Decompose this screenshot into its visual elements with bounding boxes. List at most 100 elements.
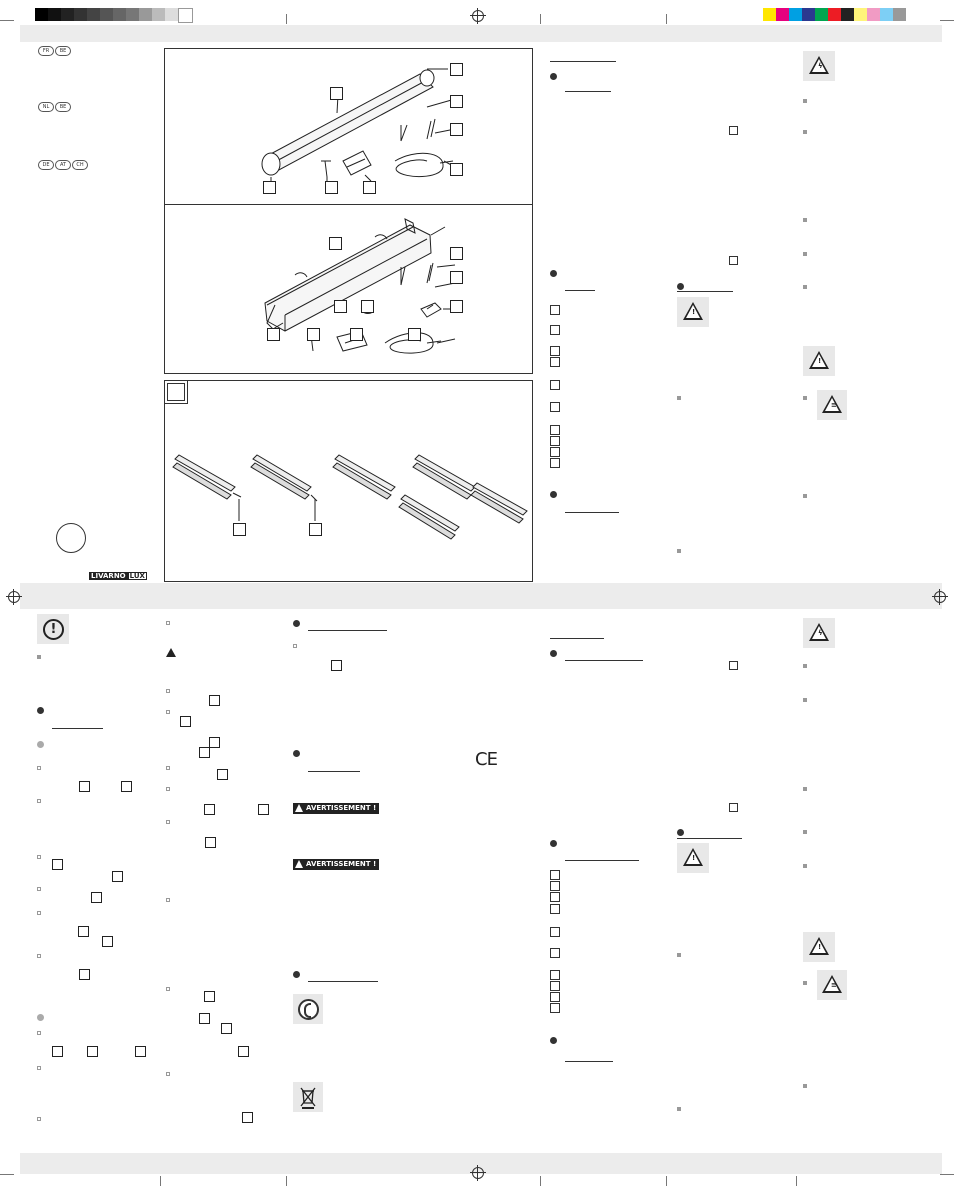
figure-tag-box: [167, 383, 185, 401]
crop-registration-icon: [470, 1165, 486, 1181]
figure-label: [450, 271, 463, 284]
section-bullet: [677, 283, 684, 290]
list-bullet: [166, 689, 170, 693]
crop-mark: [0, 1174, 14, 1175]
reference-number-box: [550, 346, 560, 356]
caution-triangle-small: [166, 648, 176, 657]
list-bullet: [166, 1072, 170, 1076]
list-bullet: [166, 766, 170, 770]
crop-registration-icon: [932, 589, 948, 605]
section-heading-line: [550, 61, 616, 62]
subsection-heading-line: [565, 660, 643, 661]
list-bullet: [37, 855, 41, 859]
reference-number-box: [78, 926, 89, 937]
crop-mark: [0, 20, 14, 21]
color-swatch: [854, 8, 867, 21]
reference-number-box: [550, 380, 560, 390]
reference-number-box: [550, 927, 560, 937]
reference-number-box: [180, 716, 191, 727]
subsection-heading-line: [308, 630, 387, 631]
reference-number-box: [52, 859, 63, 870]
language-flag: DE: [38, 160, 54, 170]
reference-number-box: [550, 870, 560, 880]
section-bullet: [550, 491, 557, 498]
color-swatch: [763, 8, 776, 21]
reference-number-box: [550, 402, 560, 412]
section-bullet-gray: [37, 1014, 44, 1021]
caution-box: !: [803, 346, 835, 376]
subsection-heading-line: [565, 860, 639, 861]
list-bullet: [677, 549, 681, 553]
color-swatch: [126, 8, 139, 21]
color-swatch: [776, 8, 789, 21]
list-bullet: [803, 864, 807, 868]
color-swatch: [880, 8, 893, 21]
list-bullet: [803, 218, 807, 222]
top-band: [20, 25, 942, 42]
figure-label: [450, 63, 463, 76]
list-bullet: [37, 766, 41, 770]
figure-panel-c: [164, 380, 533, 582]
section-bullet: [293, 971, 300, 978]
caution-box: ≡: [817, 390, 847, 420]
color-swatch: [815, 8, 828, 21]
color-swatch: [87, 8, 100, 21]
crop-mark: [540, 14, 541, 24]
warning-triangle-icon: ≡: [822, 395, 842, 413]
reference-number-box: [79, 781, 90, 792]
reference-number-box: [52, 1046, 63, 1057]
brand-name: LIVARNO: [89, 572, 128, 580]
reference-number-box: [550, 458, 560, 468]
reference-number-box: [550, 881, 560, 891]
bottom-band: [20, 1153, 942, 1174]
color-swatch: [802, 8, 815, 21]
reference-number-box: [550, 325, 560, 335]
language-flag: CH: [72, 160, 88, 170]
figure-label: [267, 328, 280, 341]
list-bullet: [803, 787, 807, 791]
color-swatch: [789, 8, 802, 21]
attention-box: !: [37, 614, 69, 644]
reference-box: [729, 126, 738, 135]
reference-number-box: [204, 804, 215, 815]
reference-number-box: [550, 425, 560, 435]
subsection-heading-line: [52, 728, 103, 729]
list-bullet: [293, 644, 297, 648]
subsection-heading-line: [565, 1061, 613, 1062]
list-bullet: [37, 1117, 41, 1121]
brand-suffix: LUX: [127, 572, 147, 580]
lamp-drawing-b: [264, 218, 456, 354]
figure-label: [350, 328, 363, 341]
language-flag: NL: [38, 102, 54, 112]
warning-label: AVERTISSEMENT !: [293, 859, 380, 870]
reference-number-box: [550, 981, 560, 991]
figure-label: [361, 300, 374, 313]
reference-number-box: [199, 1013, 210, 1024]
list-bullet: [166, 710, 170, 714]
crop-mark: [666, 14, 667, 24]
figure-label: [325, 181, 338, 194]
lamp-drawing-a: [261, 68, 456, 182]
section-bullet: [677, 829, 684, 836]
warning-triangle-icon: ≡: [822, 975, 842, 993]
reference-number-box: [102, 936, 113, 947]
electric-hazard-box: ϟ: [803, 51, 835, 81]
list-bullet: [803, 99, 807, 103]
reference-box: [729, 256, 738, 265]
list-bullet: [803, 285, 807, 289]
crop-registration-icon: [470, 8, 486, 24]
figure-label: [450, 247, 463, 260]
reference-number-box: [121, 781, 132, 792]
caution-box: !: [677, 297, 709, 327]
reference-number-box: [242, 1112, 253, 1123]
reference-number-box: [550, 305, 560, 315]
list-bullet: [37, 887, 41, 891]
electric-hazard-box: ϟ: [803, 618, 835, 648]
figure-label: [309, 523, 322, 536]
list-bullet: [37, 1066, 41, 1070]
electric-hazard-icon: ϟ: [809, 623, 829, 641]
color-swatch: [841, 8, 854, 21]
crop-mark: [540, 1176, 541, 1186]
figure-label: [330, 87, 343, 100]
list-bullet: [803, 1084, 807, 1088]
